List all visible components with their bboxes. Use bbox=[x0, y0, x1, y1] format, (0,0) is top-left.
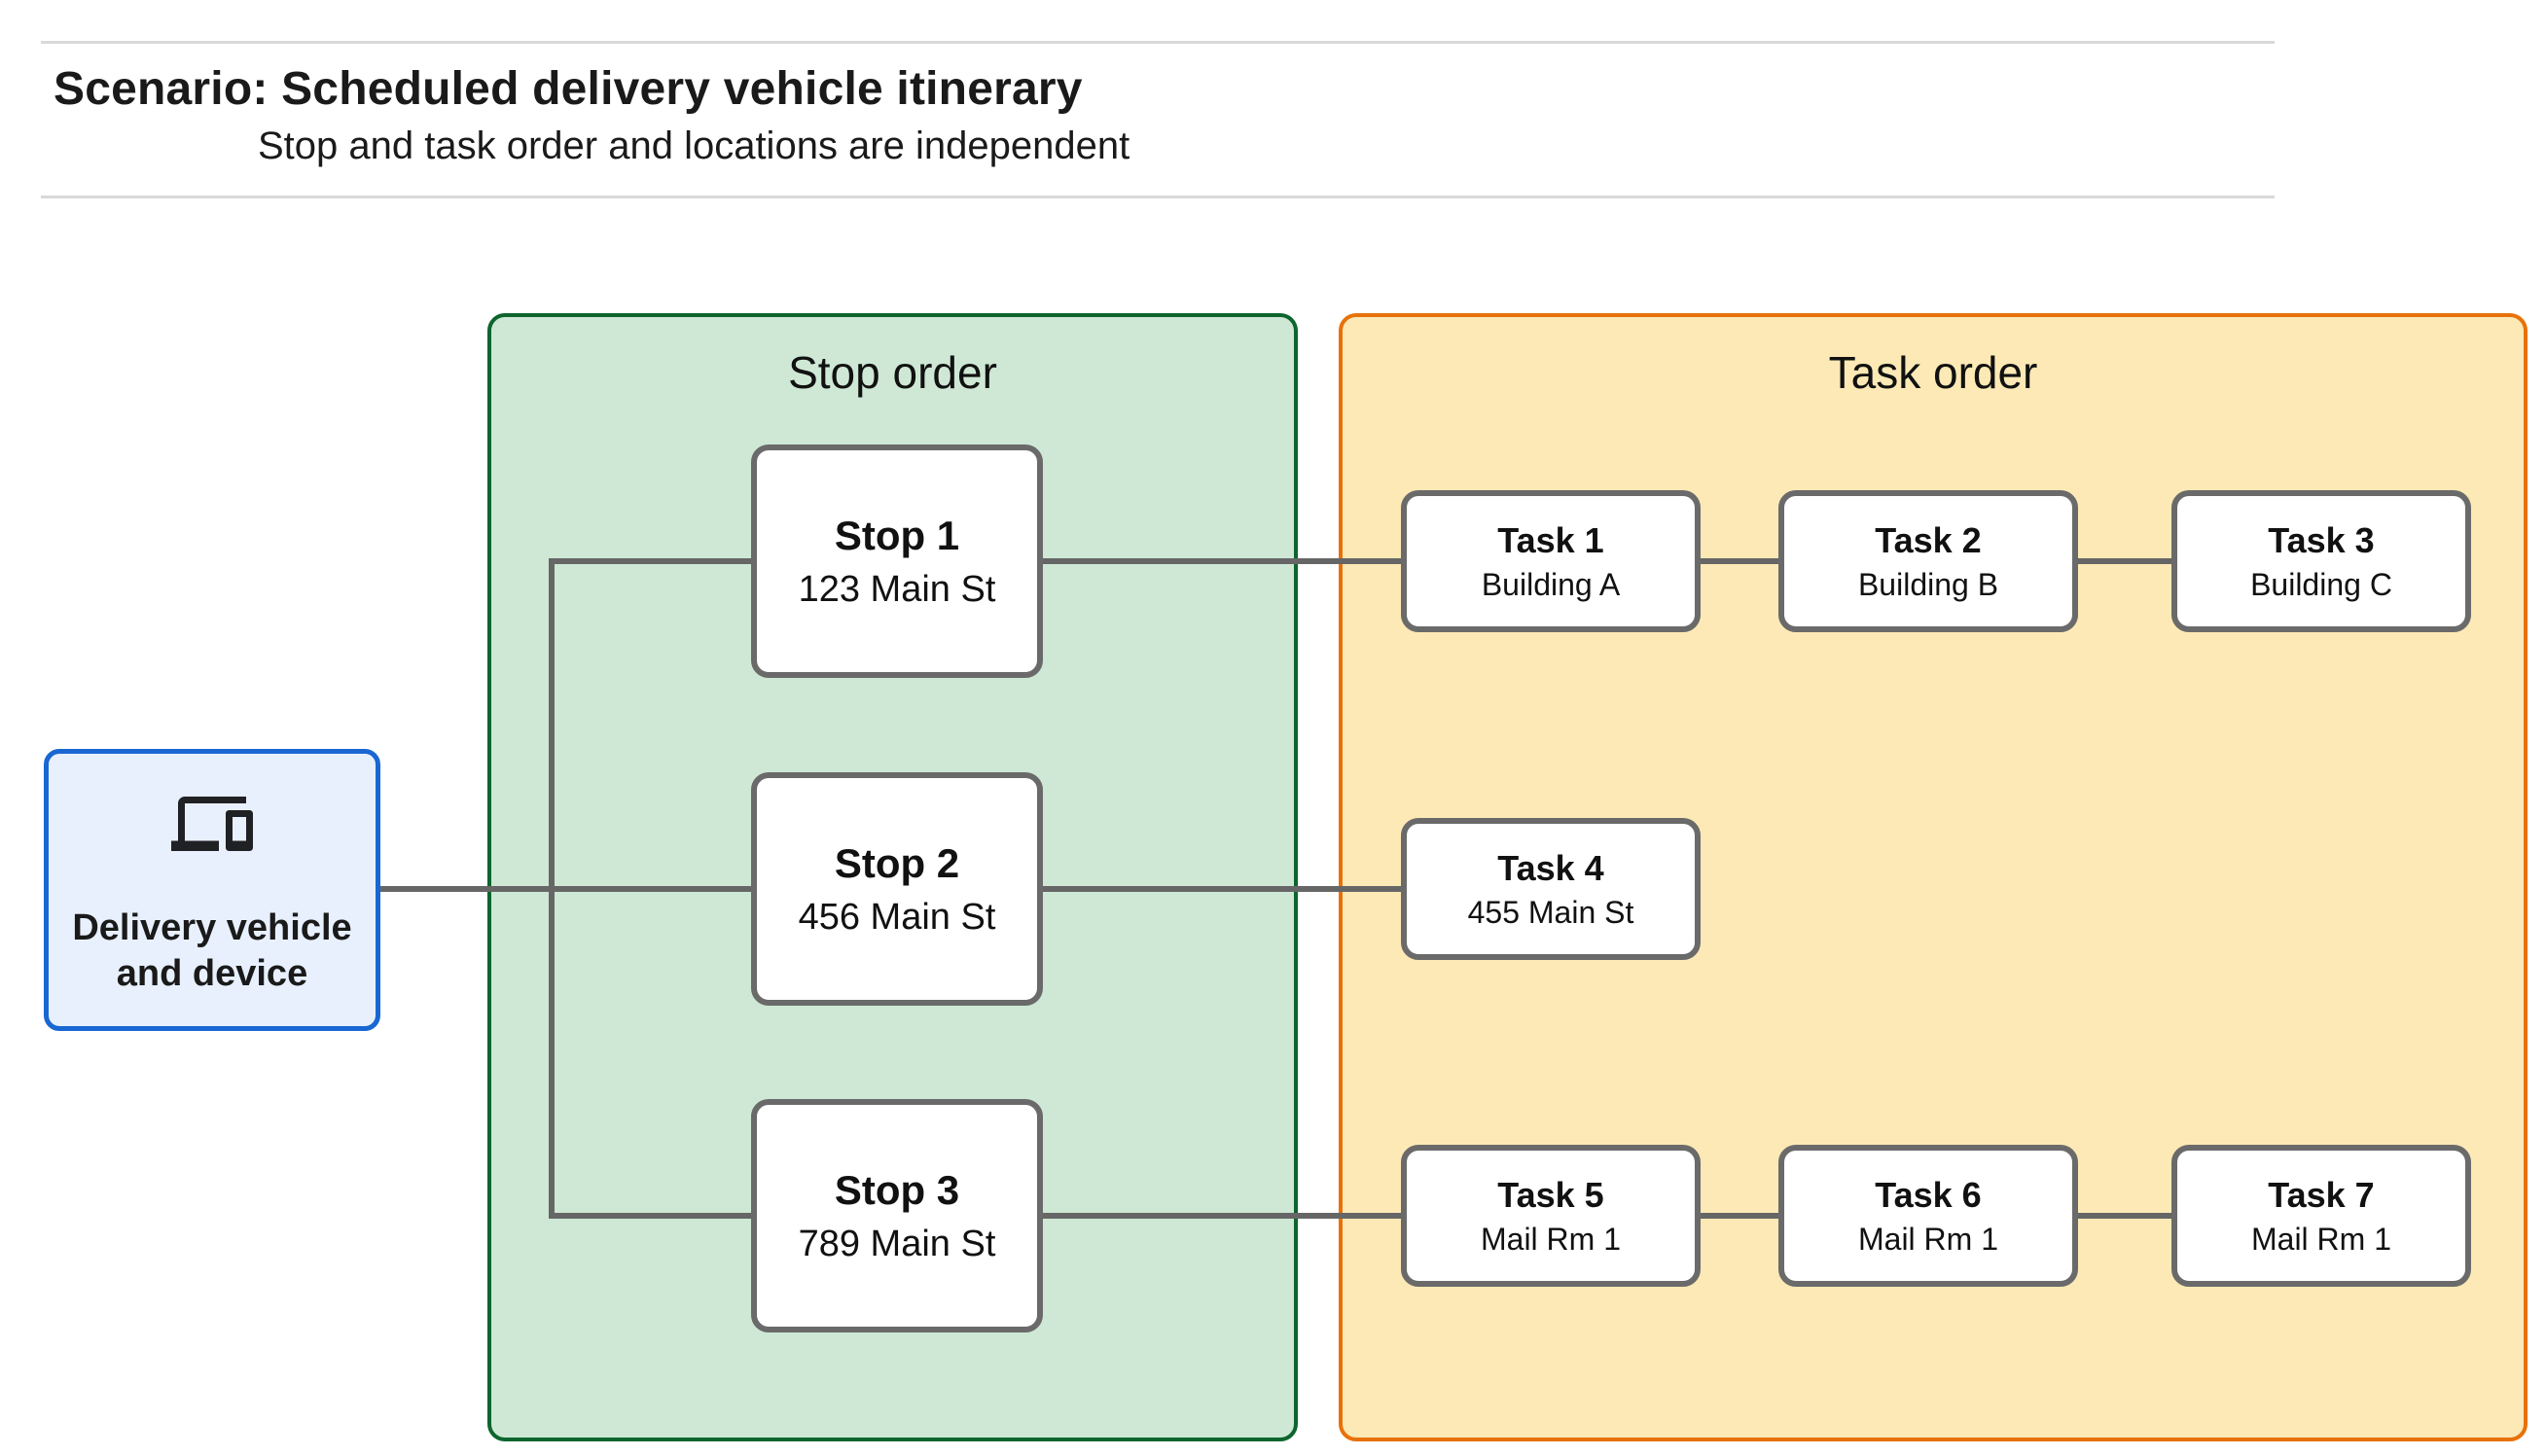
delivery-vehicle-label: Delivery vehicle and device bbox=[72, 906, 352, 995]
stop-3-node: Stop 3 789 Main St bbox=[751, 1099, 1043, 1332]
connector-task1-to-task2 bbox=[1701, 558, 1778, 564]
stop-3-location: 789 Main St bbox=[798, 1223, 996, 1264]
stop-1-title: Stop 1 bbox=[834, 512, 960, 558]
connector-trunk-vertical bbox=[549, 558, 555, 1219]
stop-order-panel-title: Stop order bbox=[788, 347, 997, 398]
connector-trunk-to-stop1 bbox=[549, 558, 751, 564]
page-subtitle: Stop and task order and locations are in… bbox=[258, 124, 1130, 167]
task-2-node: Task 2 Building B bbox=[1778, 490, 2078, 632]
task-5-location: Mail Rm 1 bbox=[1480, 1221, 1621, 1257]
task-3-title: Task 3 bbox=[2268, 519, 2375, 560]
task-7-location: Mail Rm 1 bbox=[2250, 1221, 2391, 1257]
header-divider bbox=[41, 195, 2275, 198]
task-1-location: Building A bbox=[1481, 566, 1621, 602]
stop-2-location: 456 Main St bbox=[798, 896, 996, 938]
stop-3-title: Stop 3 bbox=[834, 1166, 960, 1213]
stop-1-node: Stop 1 123 Main St bbox=[751, 444, 1043, 678]
connector-task2-to-task3 bbox=[2078, 558, 2171, 564]
task-7-title: Task 7 bbox=[2268, 1174, 2375, 1215]
task-4-location: 455 Main St bbox=[1467, 894, 1634, 930]
task-4-title: Task 4 bbox=[1497, 847, 1604, 888]
task-1-node: Task 1 Building A bbox=[1401, 490, 1701, 632]
task-6-location: Mail Rm 1 bbox=[1857, 1221, 1998, 1257]
task-3-location: Building C bbox=[2250, 566, 2392, 602]
connector-stop2-to-task4 bbox=[1043, 886, 1401, 892]
task-6-title: Task 6 bbox=[1875, 1174, 1982, 1215]
task-7-node: Task 7 Mail Rm 1 bbox=[2171, 1145, 2471, 1287]
devices-icon bbox=[163, 783, 261, 865]
task-3-node: Task 3 Building C bbox=[2171, 490, 2471, 632]
top-divider bbox=[41, 41, 2275, 44]
task-2-title: Task 2 bbox=[1875, 519, 1982, 560]
connector-stop3-to-task5 bbox=[1043, 1213, 1401, 1219]
connector-vehicle-to-stop2 bbox=[378, 886, 751, 892]
connector-trunk-to-stop3 bbox=[549, 1213, 751, 1219]
page-title: Scenario: Scheduled delivery vehicle iti… bbox=[54, 63, 1083, 115]
task-order-panel-title: Task order bbox=[1828, 347, 2038, 398]
task-1-title: Task 1 bbox=[1497, 519, 1604, 560]
task-4-node: Task 4 455 Main St bbox=[1401, 818, 1701, 960]
stop-1-location: 123 Main St bbox=[798, 568, 996, 610]
stop-2-title: Stop 2 bbox=[834, 839, 960, 886]
connector-task6-to-task7 bbox=[2078, 1213, 2171, 1219]
task-5-title: Task 5 bbox=[1497, 1174, 1604, 1215]
delivery-vehicle-node: Delivery vehicle and device bbox=[44, 749, 380, 1031]
task-5-node: Task 5 Mail Rm 1 bbox=[1401, 1145, 1701, 1287]
connector-task5-to-task6 bbox=[1701, 1213, 1778, 1219]
connector-stop1-to-task1 bbox=[1043, 558, 1401, 564]
task-6-node: Task 6 Mail Rm 1 bbox=[1778, 1145, 2078, 1287]
task-2-location: Building B bbox=[1857, 566, 1999, 602]
stop-2-node: Stop 2 456 Main St bbox=[751, 772, 1043, 1006]
